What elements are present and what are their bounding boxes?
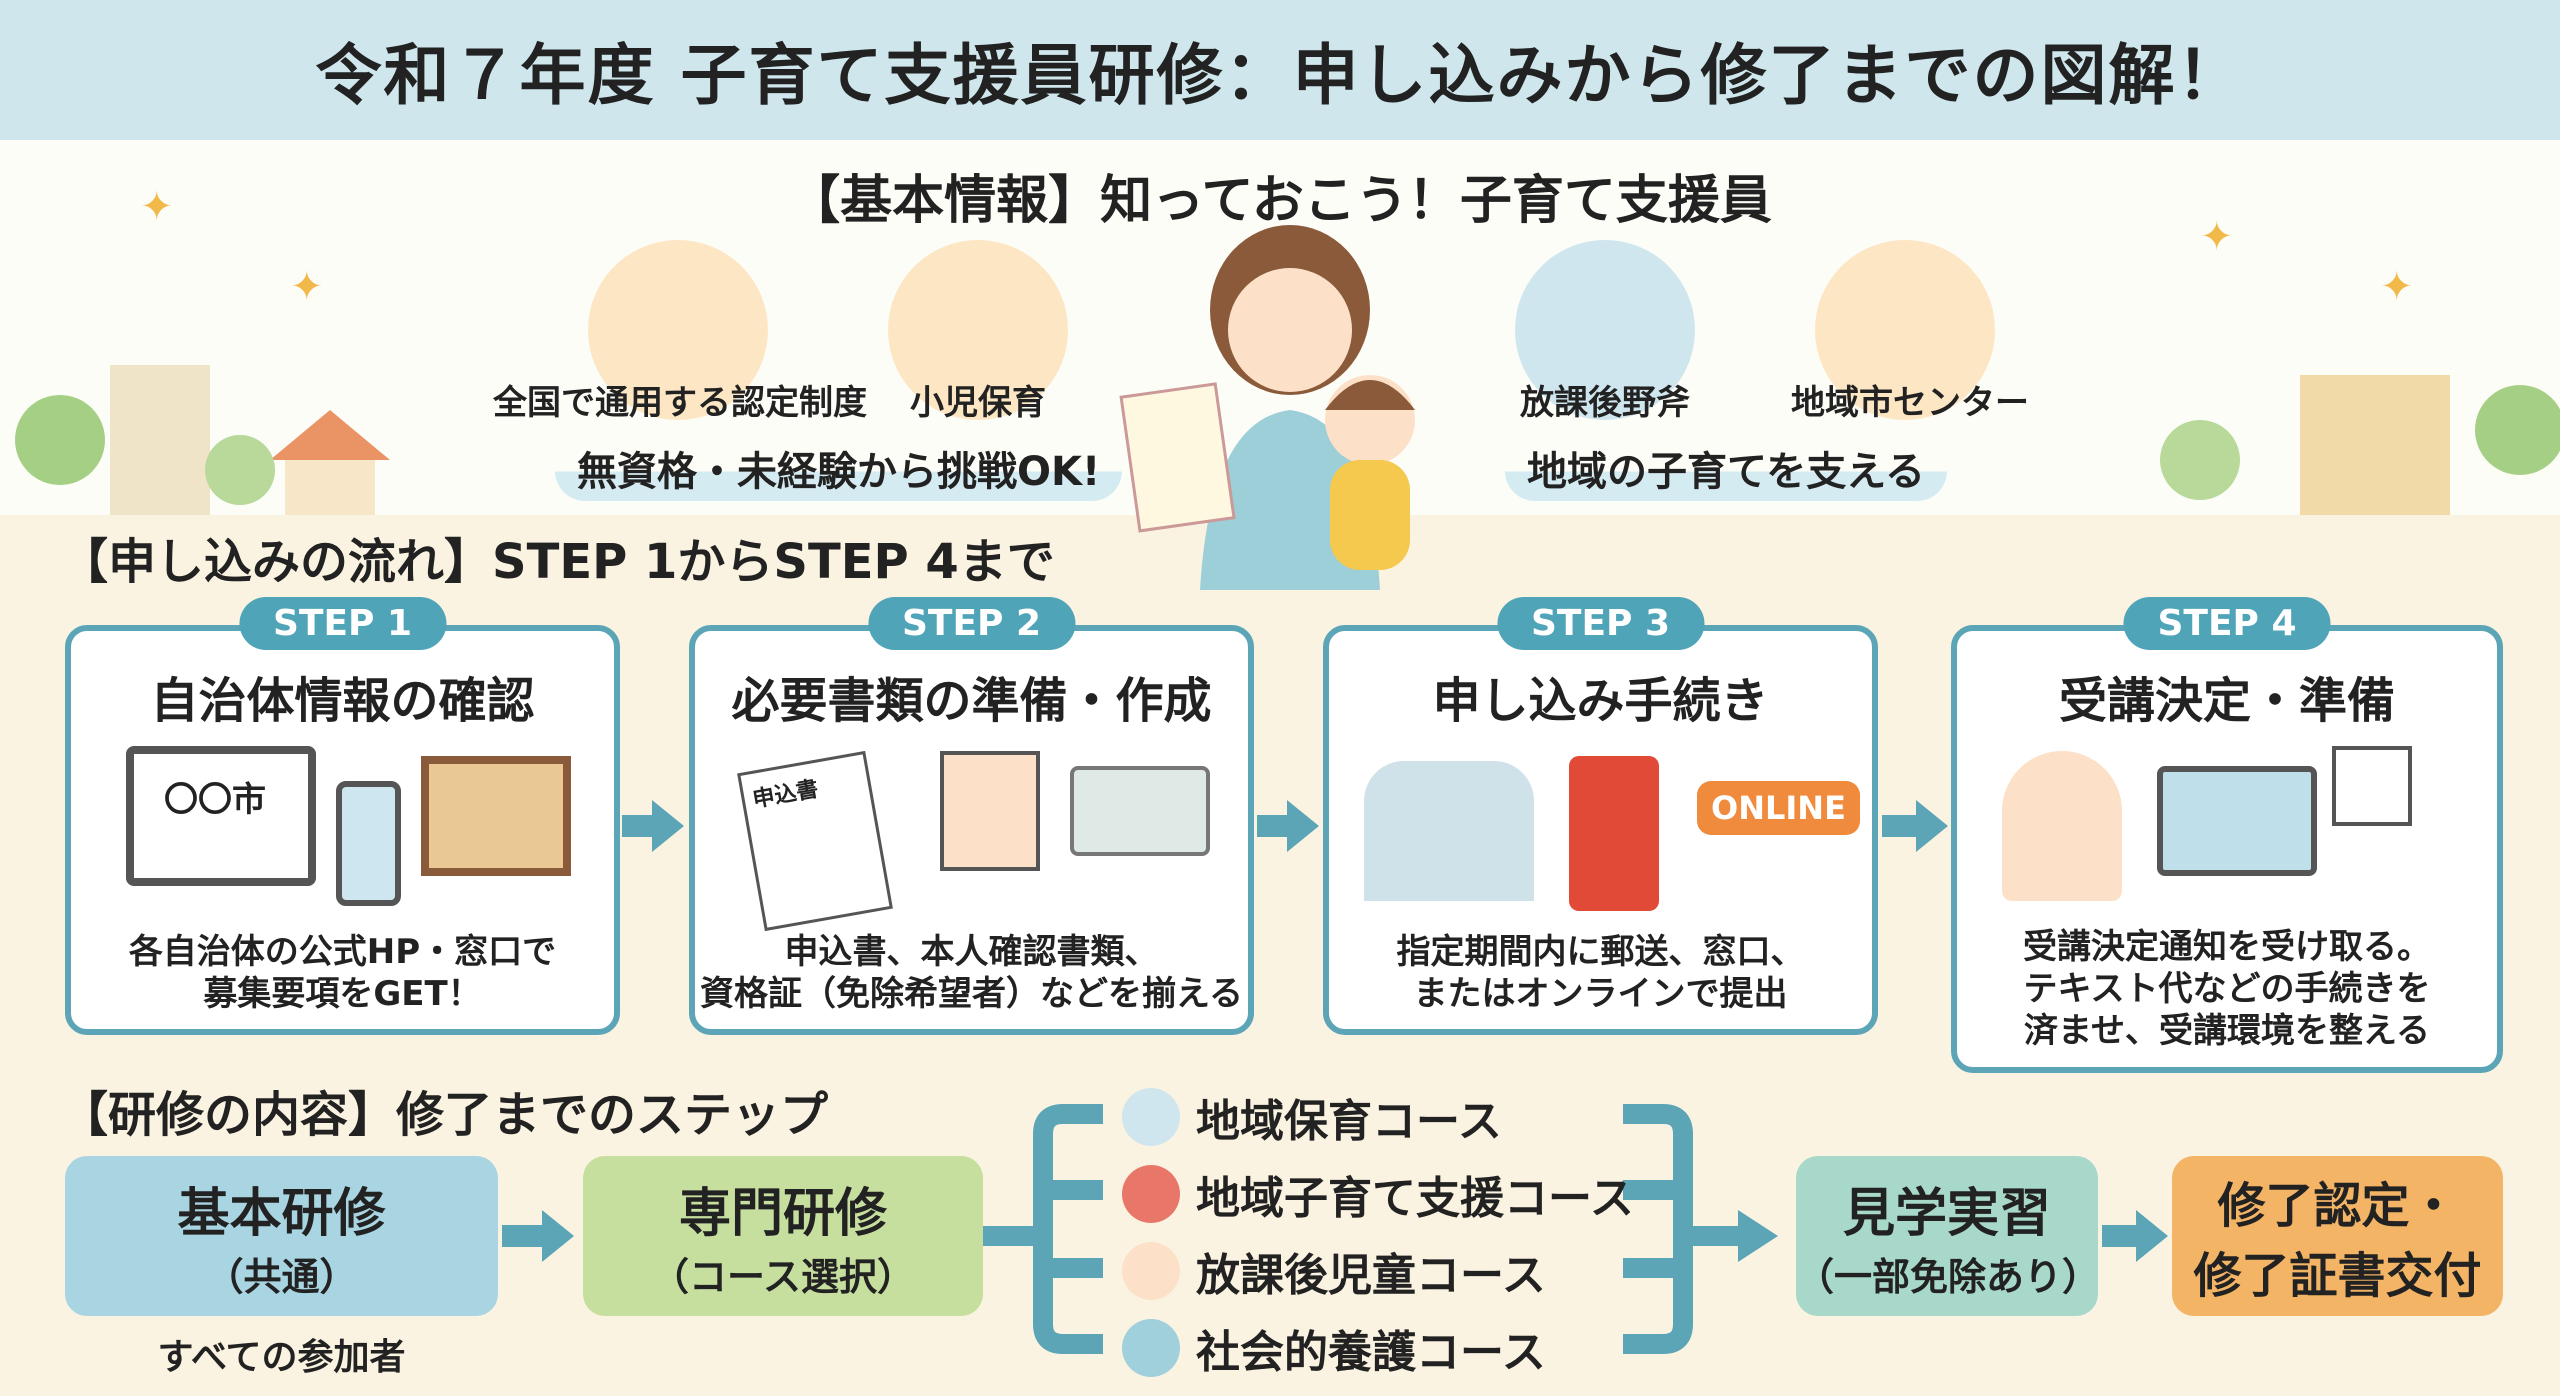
title-bar: 令和７年度 子育て支援員研修：申し込みから修了までの図解！: [0, 0, 2560, 140]
basic-info-heading: 【基本情報】知っておこう！子育て支援員: [788, 171, 1772, 231]
laptop-video-icon: [2157, 766, 2317, 876]
id-photo-icon: [940, 751, 1040, 871]
step-title: 受講決定・準備: [2058, 673, 2395, 729]
step-badge: STEP 3: [1496, 597, 1705, 650]
house-icon: [888, 240, 1068, 420]
house-icon: [1122, 1088, 1180, 1146]
child-icon: [1122, 1242, 1180, 1300]
school-icon: [1515, 240, 1695, 420]
arrow-right-icon: [2102, 1210, 2168, 1262]
step-desc-line: またはオンラインで提出: [1413, 974, 1788, 1014]
arrow-right-icon: [1882, 800, 1948, 852]
icon-label: 小児保育: [910, 383, 1046, 423]
svg-text:✦: ✦: [290, 264, 324, 310]
step-4-card: STEP 4 受講決定・準備 受講決定通知を受け取る。 テキスト代などの手続きを…: [1951, 597, 2503, 1073]
box-subtitle: （一部免除あり）: [1796, 1255, 2101, 1299]
step-badge: STEP 4: [2123, 597, 2331, 650]
course-item: 地域子育て支援コース: [1122, 1162, 1634, 1226]
id-card-icon: [1070, 766, 1210, 856]
svg-text:✦: ✦: [2200, 214, 2234, 260]
online-button-icon: ONLINE: [1697, 781, 1860, 835]
step-desc-line: 各自治体の公式HP・窓口で: [128, 932, 557, 972]
step-badge: STEP 1: [238, 597, 447, 650]
box-title: 見学実習: [1842, 1184, 2051, 1244]
arrow-right-icon: [622, 800, 684, 852]
course-label: 地域保育コース: [1196, 1096, 1502, 1147]
step-title: 申し込み手続き: [1432, 673, 1769, 729]
training-heading: 【研修の内容】修了までのステップ: [60, 1087, 829, 1143]
care-hands-icon: [1122, 1319, 1180, 1377]
heart-hands-icon: [1122, 1165, 1180, 1223]
arrow-right-icon: [1257, 800, 1319, 852]
course-label: 放課後児童コース: [1196, 1250, 1546, 1301]
person-with-letter-icon: [2002, 751, 2122, 901]
basic-training-box: 基本研修 （共通）: [65, 1156, 498, 1316]
pill-no-qualification: 無資格・未経験から挑戦OK!: [555, 435, 1123, 501]
step-desc-line: 資格証（免除希望者）などを揃える: [700, 974, 1243, 1014]
box-subtitle: （共通）: [205, 1255, 358, 1299]
box-title: 修了認定・: [2217, 1178, 2458, 1234]
course-label: 社会的養護コース: [1196, 1327, 1546, 1378]
step-1-card: STEP 1 自治体情報の確認 〇〇市 各自治体の公式HP・窓口で 募集要項をG…: [65, 597, 620, 1035]
specialized-training-box: 専門研修 （コース選択）: [583, 1156, 983, 1316]
svg-text:✦: ✦: [2380, 264, 2414, 310]
smartphone-icon: [336, 781, 401, 906]
box-subtitle: （コース選択）: [650, 1255, 916, 1299]
step-desc-line: 受講決定通知を受け取る。: [2023, 927, 2431, 967]
supporter-with-child-illustration: [1119, 225, 1415, 590]
icon-label: 地域市センター: [1791, 383, 2029, 423]
step-desc-line: 指定期間内に郵送、窓口、: [1396, 932, 1805, 972]
arrow-right-icon: [502, 1210, 574, 1262]
pill-support-community: 地域の子育てを支える: [1505, 435, 1947, 501]
step-3-card: STEP 3 申し込み手続き ONLINE 指定期間内に郵送、窓口、 またはオン…: [1323, 597, 1878, 1035]
step-desc-line: テキスト代などの手続きを: [2023, 969, 2431, 1009]
all-participants-note: すべての参加者: [157, 1337, 406, 1378]
step-title: 自治体情報の確認: [150, 673, 535, 729]
screen-text: 〇〇市: [164, 780, 266, 820]
flow-heading: 【申し込みの流れ】STEP 1からSTEP 4まで: [60, 534, 1055, 590]
box-title: 基本研修: [177, 1184, 386, 1244]
step-2-card: STEP 2 必要書類の準備・作成 申込書 申込書、本人確認書類、 資格証（免除…: [689, 597, 1254, 1035]
icon-label: 全国で通用する認定制度: [493, 383, 867, 423]
application-form-icon: 申込書: [737, 750, 893, 932]
course-label: 地域子育て支援コース: [1196, 1173, 1634, 1224]
step-desc-line: 申込書、本人確認書類、: [784, 932, 1159, 972]
step-desc-line: 済ませ、受講環境を整える: [2024, 1011, 2430, 1051]
box-title: 修了証書交付: [2193, 1248, 2482, 1304]
box-title: 専門研修: [678, 1184, 887, 1244]
town-scenery-illustration: ✦ ✦ ✦ ✦: [15, 184, 2560, 515]
icon-label: 放課後野斧: [1520, 383, 1690, 423]
completion-certificate-box: 修了認定・ 修了証書交付: [2172, 1156, 2503, 1316]
course-item: 放課後児童コース: [1122, 1239, 1546, 1303]
step-badge: STEP 2: [867, 597, 1076, 650]
course-bracket-lines: [983, 1104, 1778, 1354]
computer-monitor-icon: 〇〇市: [126, 746, 316, 886]
step-title: 必要書類の準備・作成: [731, 673, 1212, 729]
form-label: 申込書: [750, 776, 821, 813]
page-title: 令和７年度 子育て支援員研修：申し込みから修了までの図解！: [315, 37, 2245, 114]
counter-staff-icon: [1364, 761, 1534, 901]
observation-practice-box: 見学実習 （一部免除あり）: [1796, 1156, 2101, 1316]
bulletin-board-icon: [421, 756, 571, 876]
mailbox-icon: [1569, 756, 1659, 911]
calendar-icon: [2332, 746, 2412, 826]
building-clock-icon: [588, 240, 768, 420]
course-item: 地域保育コース: [1122, 1085, 1502, 1149]
step-desc-line: 募集要項をGET！: [203, 974, 482, 1014]
course-item: 社会的養護コース: [1122, 1316, 1546, 1380]
community-center-icon: [1815, 240, 1995, 420]
svg-text:✦: ✦: [140, 184, 174, 230]
